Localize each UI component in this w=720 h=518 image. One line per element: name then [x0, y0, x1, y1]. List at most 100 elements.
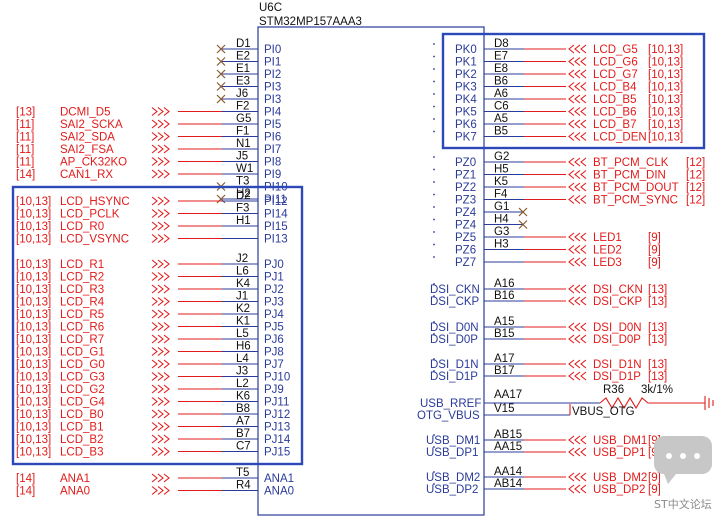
net-label: LCD_B6: [593, 107, 636, 119]
arrow-chevron: [568, 359, 575, 369]
ball-label: L5: [236, 328, 249, 340]
arrow-chevron: [163, 422, 170, 431]
pin-dot: [433, 168, 435, 171]
sheet-ref: [14]: [16, 486, 35, 498]
arrow-chevron: [568, 472, 575, 482]
arrow-chevron: [574, 107, 581, 116]
connector-arrows: [568, 435, 587, 445]
pin-name: PJ6: [264, 334, 284, 346]
pin-name: PI14: [264, 209, 288, 221]
connector-arrows: [568, 232, 587, 242]
net-label: DSI_CKP: [593, 296, 643, 308]
ball-label: A6: [494, 88, 508, 100]
ball-label: L2: [236, 378, 249, 390]
connector-arrows: [151, 347, 170, 356]
ball-label: B16: [494, 290, 514, 302]
arrow-chevron: [574, 257, 581, 267]
sheet-ref: [10,13]: [16, 284, 51, 296]
pin-dot: [433, 118, 435, 120]
arrow-chevron: [157, 209, 164, 218]
usb-rref-pin: USB_RREF: [420, 398, 481, 410]
sheet-ref: [10,13]: [16, 434, 51, 446]
connector-arrows: [568, 371, 587, 381]
ball-label: AA14: [494, 466, 523, 478]
ball-label: C6: [494, 101, 509, 113]
arrow-chevron: [157, 259, 164, 269]
sheet-ref: [10,13]: [648, 119, 683, 131]
net-label: LCD_G3: [60, 372, 105, 384]
pin-name: PK7: [455, 132, 477, 144]
arrow-chevron: [580, 257, 587, 267]
ball-label: W1: [236, 163, 253, 175]
net-label: BT_PCM_DIN: [593, 170, 666, 182]
ball-label: B5: [494, 126, 508, 138]
arrow-chevron: [574, 484, 581, 494]
arrow-chevron: [574, 94, 581, 104]
resistor-ref: R36: [603, 384, 624, 396]
no-connect-mark: [216, 57, 226, 66]
ball-label: A17: [494, 353, 514, 365]
sheet-ref: [9]: [648, 484, 661, 496]
no-connect-mark: [518, 220, 528, 229]
arrow-chevron: [568, 182, 575, 192]
pin-name: USB_DM1: [426, 435, 480, 447]
arrow-chevron: [574, 472, 581, 482]
connector-arrows: [568, 484, 587, 494]
arrow-chevron: [151, 259, 158, 269]
connector-arrows: [151, 486, 170, 495]
net-label: SAI2_FSA: [60, 144, 114, 156]
pin-name: USB_DM2: [426, 472, 480, 484]
net-label: LCD_R2: [60, 272, 104, 284]
connector-arrows: [151, 359, 170, 369]
pin-name: PJ11: [264, 397, 289, 409]
pin-dot: [433, 434, 435, 436]
arrow-chevron: [157, 384, 164, 394]
pin-name: PI3: [264, 94, 281, 106]
sheet-ref: [10,13]: [648, 107, 683, 119]
connector-arrows: [151, 422, 170, 431]
pin-dot: [433, 68, 435, 70]
arrow-chevron: [151, 196, 158, 206]
ball-label: E3: [236, 76, 250, 88]
arrow-chevron: [151, 132, 158, 141]
arrow-chevron: [568, 371, 575, 381]
net-label: USB_DM2: [593, 472, 647, 484]
net-label: DCMI_D5: [60, 107, 110, 119]
ball-label: AB14: [494, 478, 523, 490]
pin-name: PJ12: [264, 409, 290, 421]
arrow-chevron: [163, 384, 170, 394]
arrow-chevron: [163, 119, 170, 129]
connector-arrows: [151, 447, 170, 456]
arrow-chevron: [157, 234, 164, 243]
sheet-ref: [10,13]: [16, 309, 51, 321]
connector-arrows: [151, 372, 170, 381]
sheet-ref: [10,13]: [16, 297, 51, 309]
sheet-ref: [9]: [648, 257, 661, 269]
pin-dot: [433, 181, 435, 183]
sheet-ref: [10,13]: [648, 57, 683, 69]
ball-label: J3: [236, 366, 248, 378]
arrow-chevron: [568, 284, 575, 294]
sheet-ref: [10,13]: [648, 82, 683, 94]
arrow-chevron: [580, 195, 587, 204]
arrow-chevron: [151, 384, 158, 394]
arrow-chevron: [574, 170, 581, 179]
pin-dot: [433, 206, 435, 208]
connector-arrows: [151, 309, 170, 319]
arrow-chevron: [568, 170, 575, 179]
sheet-ref: [10,13]: [16, 334, 51, 346]
ball-label: R4: [236, 480, 251, 492]
